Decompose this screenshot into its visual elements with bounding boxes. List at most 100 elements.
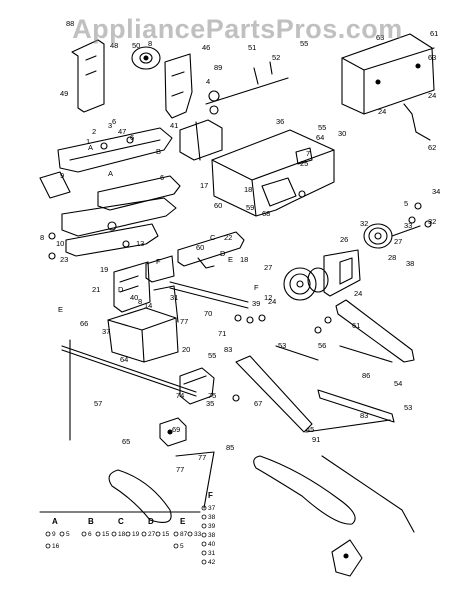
part-bracket-9 xyxy=(39,171,71,199)
callout-label: 30 xyxy=(338,129,346,138)
part-rod-83 xyxy=(321,455,415,533)
callout-label: 13 xyxy=(136,239,144,248)
part-disc-50 xyxy=(131,46,161,70)
callout-label: 71 xyxy=(218,329,226,338)
callout-label: 8 xyxy=(138,297,142,306)
callout-label: F xyxy=(156,257,161,266)
legend-hardware-icon xyxy=(201,550,207,556)
callout-label: 2 xyxy=(92,127,96,136)
part-arm-6 xyxy=(61,175,181,257)
legend-item-label: 87 xyxy=(180,531,188,538)
callout-label: 63 xyxy=(376,33,384,42)
callout-label: 12 xyxy=(264,293,272,302)
part-shaft-40 xyxy=(169,281,249,309)
legend-key: D xyxy=(148,517,154,526)
callout-label: A xyxy=(88,143,93,152)
part-link-13 xyxy=(145,231,245,283)
callout-label: 85 xyxy=(226,443,234,452)
callout-label: 89 xyxy=(214,63,222,72)
part-panel-61 xyxy=(341,33,435,141)
legend-hardware-icon xyxy=(173,531,179,537)
legend-hardware-icon xyxy=(201,505,207,511)
callout-label: 62 xyxy=(428,143,436,152)
part-plate-91 xyxy=(331,539,363,577)
callout-label: F xyxy=(254,283,259,292)
callout-label: 50 xyxy=(132,41,140,50)
callout-label: 19 xyxy=(100,265,108,274)
callout-label: 51 xyxy=(248,43,256,52)
legend-item-label: 18 xyxy=(118,531,126,538)
callout-label: 40 xyxy=(130,293,138,302)
part-bracket-49 xyxy=(71,39,105,113)
part-bracket-71 xyxy=(179,367,215,405)
part-pulley-26 xyxy=(363,223,421,249)
callout-label: 8 xyxy=(40,233,44,242)
legend-hardware-icon xyxy=(201,523,207,529)
legend-hardware-icon xyxy=(59,531,65,537)
legend-item-label: 5 xyxy=(180,543,184,550)
callout-label: D xyxy=(220,249,226,258)
legend-hardware-icon xyxy=(201,541,207,547)
callout-label: 74 xyxy=(176,391,184,400)
callout-label: 59 xyxy=(246,203,254,212)
part-rod-69 xyxy=(305,389,395,433)
part-pulley-29 xyxy=(283,267,329,301)
callout-label: E xyxy=(58,305,63,314)
callout-label: 69 xyxy=(172,425,180,434)
legend-item-label: 27 xyxy=(148,531,156,538)
callout-label: 33 xyxy=(404,221,412,230)
callout-label: 61 xyxy=(430,29,438,38)
legend-key: C xyxy=(118,517,124,526)
part-rods-65 xyxy=(275,345,393,363)
callout-label: 27 xyxy=(264,263,272,272)
callout-label: 3 xyxy=(108,121,112,130)
callout-label: A xyxy=(108,169,113,178)
part-arm-66 xyxy=(335,299,415,363)
legend-item-label: 5 xyxy=(66,531,70,538)
legend-item-label: 15 xyxy=(162,531,170,538)
callout-label: 46 xyxy=(202,43,210,52)
legend-key: E xyxy=(180,517,186,526)
callout-label: 88 xyxy=(66,19,74,28)
callout-label: 24 xyxy=(354,289,362,298)
legend-item-label: 38 xyxy=(208,532,216,539)
callout-label: 77 xyxy=(198,453,206,462)
callout-label: 66 xyxy=(80,319,88,328)
legend-item-label: 37 xyxy=(208,505,216,512)
part-rod-52 xyxy=(205,61,289,115)
callout-label: 60 xyxy=(214,201,222,210)
legend-item-label: 42 xyxy=(208,559,216,566)
fasteners xyxy=(48,190,432,402)
legend-item-label: 33 xyxy=(194,531,202,538)
callout-label: 14 xyxy=(144,301,152,310)
callout-label: 20 xyxy=(182,345,190,354)
legend-hardware-icon xyxy=(201,559,207,565)
callout-label: 55 xyxy=(208,351,216,360)
callout-label: 34 xyxy=(432,187,440,196)
callout-label: 22 xyxy=(224,233,232,242)
callout-label: 21 xyxy=(92,285,100,294)
legend-item-label: 6 xyxy=(88,531,92,538)
callout-label: C xyxy=(210,233,216,242)
callout-label: 49 xyxy=(60,89,68,98)
part-arm-53 xyxy=(235,355,313,433)
part-rod-84 xyxy=(61,339,197,441)
callout-label: 70 xyxy=(204,309,212,318)
callout-label: 26 xyxy=(340,235,348,244)
part-housing-36 xyxy=(211,129,335,217)
part-frame-12 xyxy=(107,261,179,363)
part-lever-67 xyxy=(175,451,215,509)
legend-hardware-icon xyxy=(141,531,147,537)
callout-label: 68 xyxy=(262,209,270,218)
callout-label: D xyxy=(118,285,124,294)
callout-label: B xyxy=(156,147,161,156)
callout-label: 63 xyxy=(428,53,436,62)
callout-label: 61 xyxy=(352,321,360,330)
callout-label: 41 xyxy=(170,121,178,130)
callout-label: 75 xyxy=(208,391,216,400)
callout-label: 1 xyxy=(86,137,90,146)
callout-label: 38 xyxy=(406,259,414,268)
legend-item-label: 40 xyxy=(208,541,216,548)
